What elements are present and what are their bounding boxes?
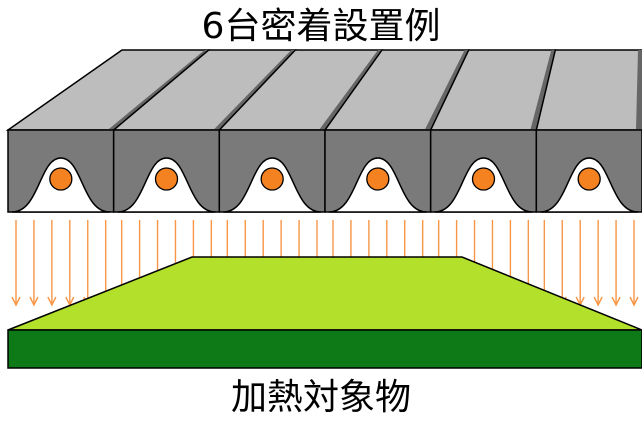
heating-target xyxy=(7,256,642,369)
heater-shadow-strip xyxy=(107,50,209,130)
heater-lamp xyxy=(154,167,179,191)
heater-housing-tops xyxy=(5,49,642,131)
heater-top-surface xyxy=(535,49,642,131)
heater-shadow-strip xyxy=(636,50,642,130)
heater-lamp xyxy=(471,167,496,191)
heater-shadow-strip xyxy=(424,50,469,130)
heat-ray-arrowhead xyxy=(593,296,603,307)
heat-ray-arrowhead xyxy=(611,296,621,307)
heater-housing-faces xyxy=(7,129,642,213)
heat-ray-arrowhead xyxy=(29,296,39,307)
target-caption: 加熱対象物 xyxy=(230,377,411,418)
target-side-face xyxy=(7,329,642,369)
diagram-title: 6台密着設置例 xyxy=(201,6,441,47)
heater-shadow-strip xyxy=(213,50,296,130)
heater-shadow-strip xyxy=(530,50,556,130)
heat-ray-arrowhead xyxy=(11,296,21,307)
heater-lamp xyxy=(577,167,601,191)
heater-lamp xyxy=(366,167,390,191)
heater-lamp xyxy=(260,167,284,191)
heat-ray-arrowhead xyxy=(629,296,639,307)
heater-lamp xyxy=(49,167,73,191)
heater-shadow-strip xyxy=(319,50,382,130)
heat-ray-arrowhead xyxy=(47,296,57,307)
target-top-surface xyxy=(7,256,642,331)
